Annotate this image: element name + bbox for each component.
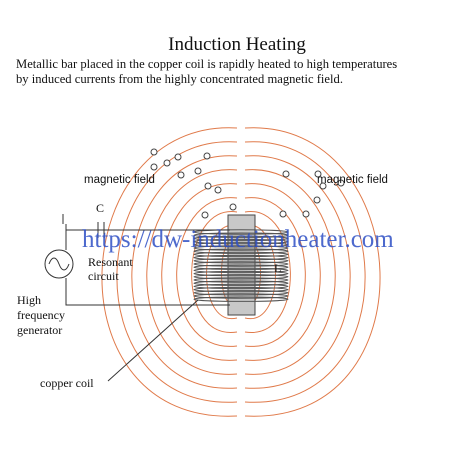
particle-dot: [282, 170, 290, 178]
magnetic-field-label-left: magnetic field: [84, 174, 155, 186]
coil-turn: [193, 254, 289, 261]
field-line: [244, 197, 306, 347]
capacitor-label: C: [96, 201, 104, 215]
particle-dot: [337, 179, 345, 187]
particle-dot: [150, 148, 158, 156]
particle-dot: [177, 171, 185, 179]
particle-dot: [214, 186, 222, 194]
circuit-wires: [65, 222, 230, 306]
particle-dot: [163, 159, 171, 167]
field-line: [244, 211, 291, 333]
particle-dot: [203, 152, 211, 160]
coil-turn: [193, 264, 289, 270]
inductor-label: L: [274, 261, 281, 275]
description-line-2: by induced currents from the highly conc…: [16, 72, 343, 86]
coil-turn: [193, 280, 289, 286]
particle-dot: [201, 211, 209, 219]
particle-dot: [319, 182, 327, 190]
generator-label-line-2: frequency: [17, 308, 65, 322]
field-particles: [150, 148, 345, 219]
field-line: [191, 211, 238, 333]
coil-turn: [193, 274, 289, 280]
coil-turn: [193, 261, 289, 267]
generator-label-line-1: High: [17, 293, 41, 307]
coil-turn: [193, 235, 289, 242]
magnetic-field-label-right: magnetic field: [317, 174, 388, 186]
field-line: [131, 155, 238, 389]
generator-label-line-3: generator: [17, 323, 62, 337]
coil-turn: [193, 229, 289, 235]
particle-dot: [313, 196, 321, 204]
particle-dot: [314, 170, 322, 178]
field-line: [244, 127, 381, 417]
coil-turn: [193, 267, 289, 274]
field-line: [244, 183, 321, 361]
ac-generator-icon: [44, 249, 74, 279]
particle-dot: [302, 210, 310, 218]
coil-turn: [193, 251, 289, 258]
diagram-title: Induction Heating: [168, 34, 306, 55]
field-line: [101, 127, 238, 417]
coil-turn: [193, 242, 289, 248]
particle-dot: [204, 182, 212, 190]
coil-turn: [193, 270, 289, 277]
description-line-1: Metallic bar placed in the copper coil i…: [16, 57, 398, 71]
coil-turn: [193, 238, 289, 245]
field-line: [161, 183, 238, 361]
coil-turn: [193, 277, 289, 283]
resonant-label-line-2: circuit: [88, 269, 119, 283]
copper-coil-pointer: [107, 299, 199, 382]
coil-turn: [193, 248, 289, 254]
coil-turn: [193, 286, 289, 293]
coil-turn: [193, 258, 289, 264]
copper-coil: [193, 229, 289, 302]
coil-turn: [193, 293, 289, 299]
particle-dot: [150, 163, 158, 171]
particle-dot: [174, 153, 182, 161]
field-line: [176, 197, 238, 347]
particle-dot: [279, 210, 287, 218]
field-line: [244, 169, 336, 375]
resonant-label-line-1: Resonant: [88, 255, 133, 269]
copper-coil-label: copper coil: [40, 376, 94, 390]
field-line: [146, 169, 238, 375]
coil-turn: [193, 290, 289, 296]
coil-turn: [193, 283, 289, 290]
coil-turn: [193, 296, 289, 302]
coil-turn: [193, 232, 289, 238]
particle-dot: [194, 167, 202, 175]
coil-turn: [193, 245, 289, 251]
watermark-url: https://dw-inductionheater.com: [82, 226, 394, 253]
field-line: [244, 155, 351, 389]
particle-dot: [229, 203, 237, 211]
